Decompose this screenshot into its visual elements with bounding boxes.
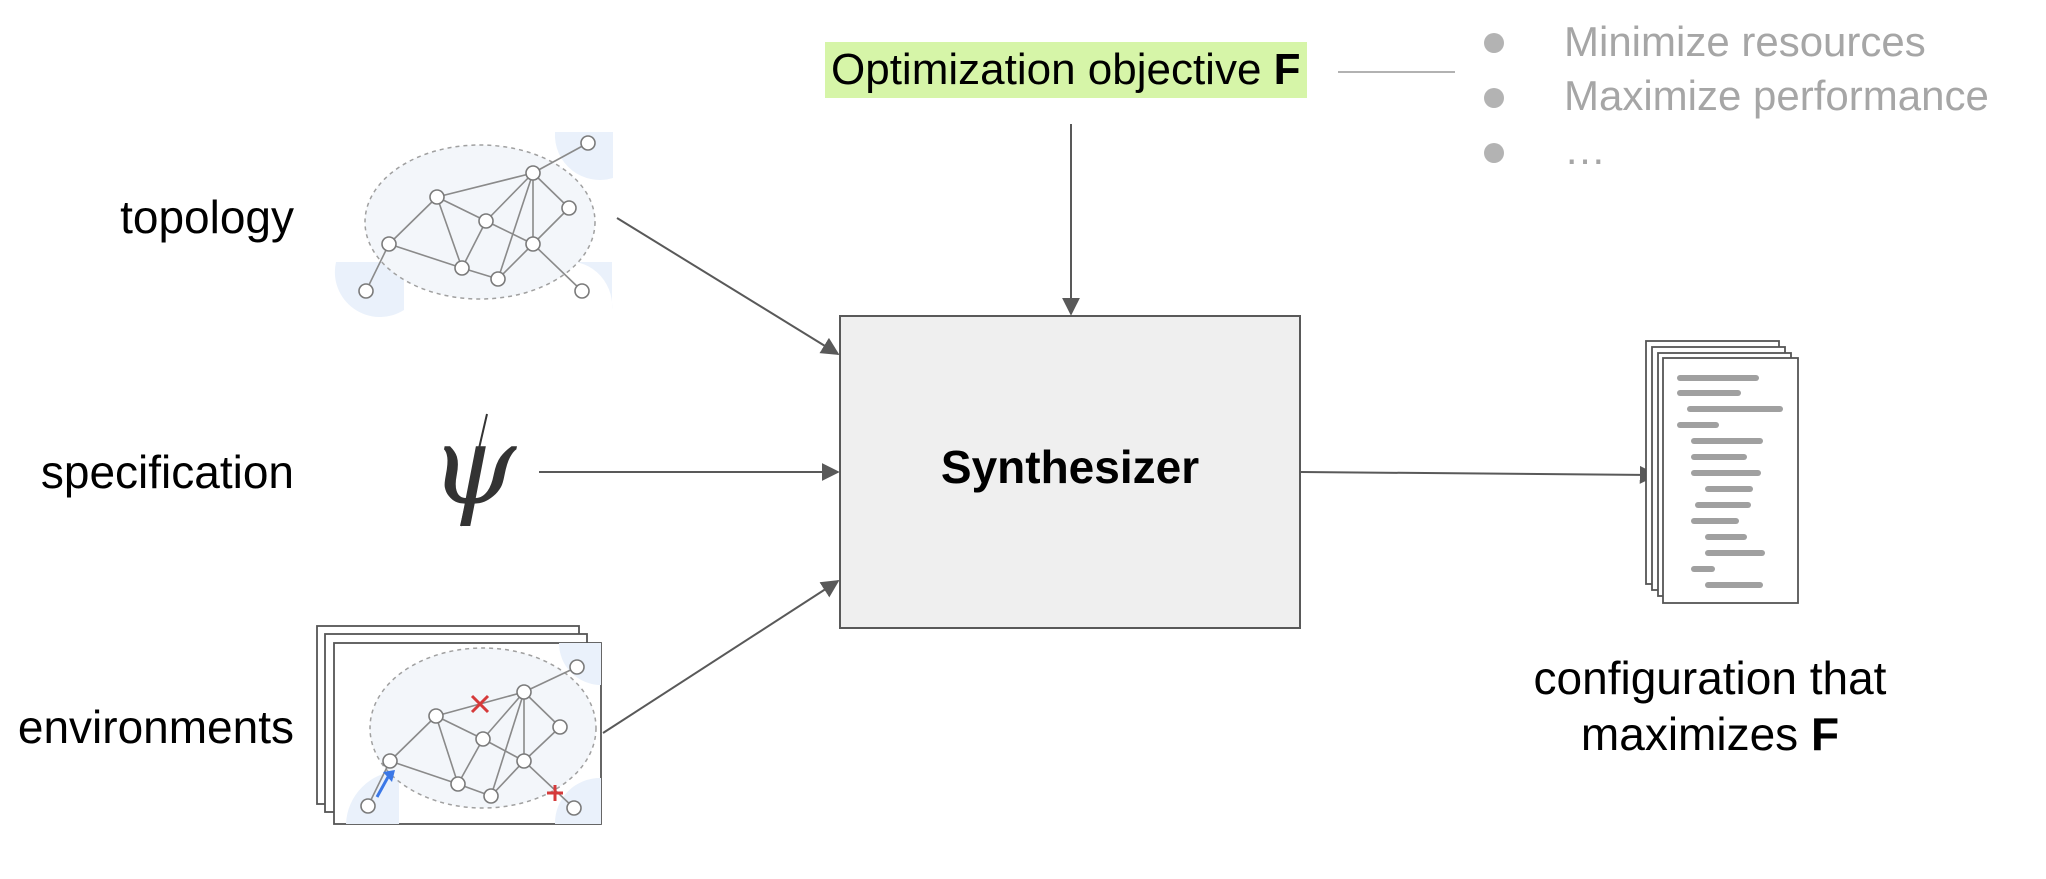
goal-more: … <box>1564 126 1606 173</box>
output-variable: F <box>1810 708 1840 760</box>
arrow-env-to-synth <box>602 580 840 734</box>
topology-network-icon <box>334 132 613 318</box>
svg-text:ψ: ψ <box>430 401 518 529</box>
synthesizer-box <box>839 315 1301 629</box>
goal-minimize-resources: Minimize resources <box>1564 18 1926 65</box>
optimization-objective-label: Optimization objective F <box>825 42 1307 98</box>
node-failure-icon <box>547 785 563 801</box>
specification-label: specification <box>40 446 294 498</box>
output-line2: maximizes <box>1580 708 1811 760</box>
goal-maximize-performance: Maximize performance <box>1564 72 1989 119</box>
output-line1: configuration that <box>1533 652 1887 704</box>
arrow-synth-to-output <box>1300 465 1658 484</box>
arrow-topology-to-synth <box>616 217 840 355</box>
environments-label: environments <box>17 701 294 753</box>
configuration-document-icon <box>1645 340 1799 604</box>
psi-symbol-icon: ψ <box>430 401 518 529</box>
environments-stack-icon <box>316 625 602 825</box>
objective-text: Optimization objective <box>831 45 1274 94</box>
synthesizer-label: Synthesizer <box>940 441 1200 493</box>
topology-label: topology <box>120 191 294 243</box>
link-failure-icon <box>470 694 490 714</box>
reroute-arrow-icon <box>375 770 395 798</box>
bullet-dot-icon <box>1484 33 1504 53</box>
bullet-dot-icon <box>1484 88 1504 108</box>
objective-variable: F <box>1273 45 1301 94</box>
bullet-dot-icon <box>1484 143 1504 163</box>
